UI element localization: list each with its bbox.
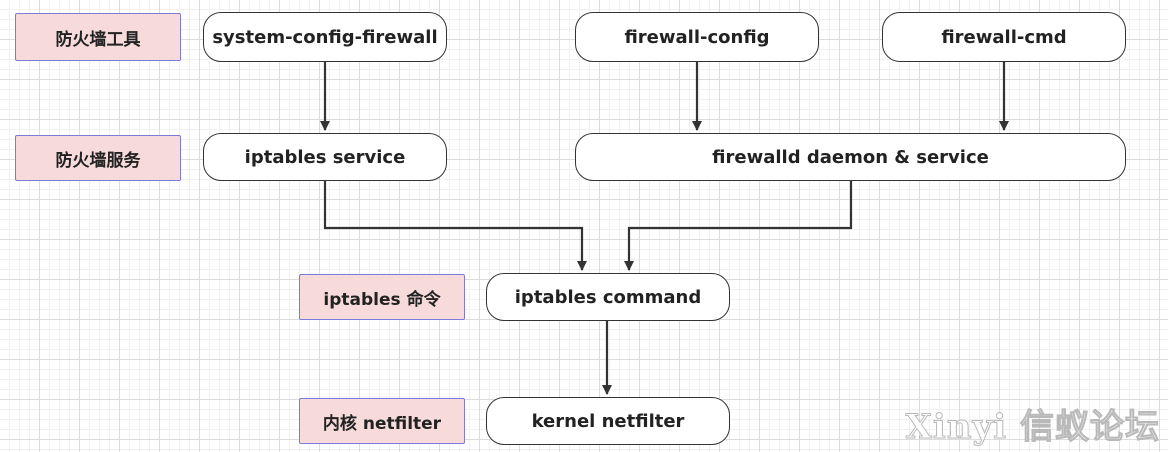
node-iptables-command: iptables command — [486, 273, 730, 321]
layer-label-kernel: 内核 netfilter — [299, 398, 465, 444]
node-firewall-cmd: firewall-cmd — [882, 12, 1126, 62]
arrow-firewalld-to-command — [624, 181, 853, 271]
node-iptables-service: iptables service — [203, 133, 447, 181]
layer-label-command: iptables 命令 — [299, 274, 465, 320]
node-firewalld-daemon: firewalld daemon & service — [575, 133, 1126, 181]
node-kernel-netfilter: kernel netfilter — [486, 397, 730, 445]
arrow-iptables-service-to-command — [323, 181, 587, 271]
layer-label-services: 防火墙服务 — [15, 135, 181, 181]
node-system-config-firewall: system-config-firewall — [203, 12, 447, 62]
watermark: Xinyi 信蚁论坛 — [905, 407, 1160, 448]
layer-label-tools: 防火墙工具 — [15, 13, 181, 61]
node-firewall-config: firewall-config — [575, 12, 819, 62]
